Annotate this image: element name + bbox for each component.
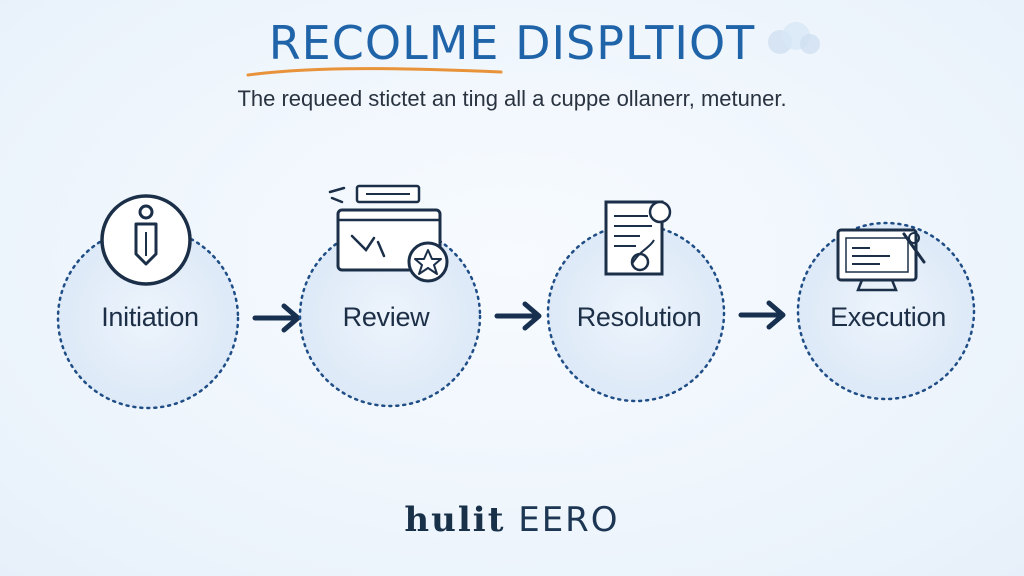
step-resolution	[546, 200, 726, 403]
person-in-circle-icon	[100, 194, 192, 286]
title-underline-swoosh	[246, 67, 503, 77]
decorative-cloud-icon	[768, 22, 820, 54]
document-review-star-icon	[328, 184, 449, 283]
subtitle: The requeed stictet an ting all a cuppe …	[237, 86, 787, 111]
document-seal-icon	[604, 200, 672, 276]
brand-mark: hulit	[404, 500, 506, 540]
step-review	[298, 184, 482, 408]
step-label-execution: Execution	[830, 302, 946, 332]
monitor-signing-icon	[836, 228, 926, 292]
arrow-right-icon	[494, 301, 542, 331]
arrow-right-icon	[252, 303, 301, 333]
brand-logo: hulit EERO	[0, 500, 1024, 540]
step-execution	[796, 221, 976, 401]
step-label-review: Review	[342, 302, 430, 332]
step-label-initiation: Initiation	[101, 302, 199, 332]
arrow-right-icon	[738, 300, 786, 330]
page-title: RECOLME DISPLTIOT	[268, 16, 756, 70]
step-label-resolution: Resolution	[576, 302, 702, 332]
brand-text: EERO	[518, 500, 620, 540]
step-initiation	[56, 194, 240, 410]
